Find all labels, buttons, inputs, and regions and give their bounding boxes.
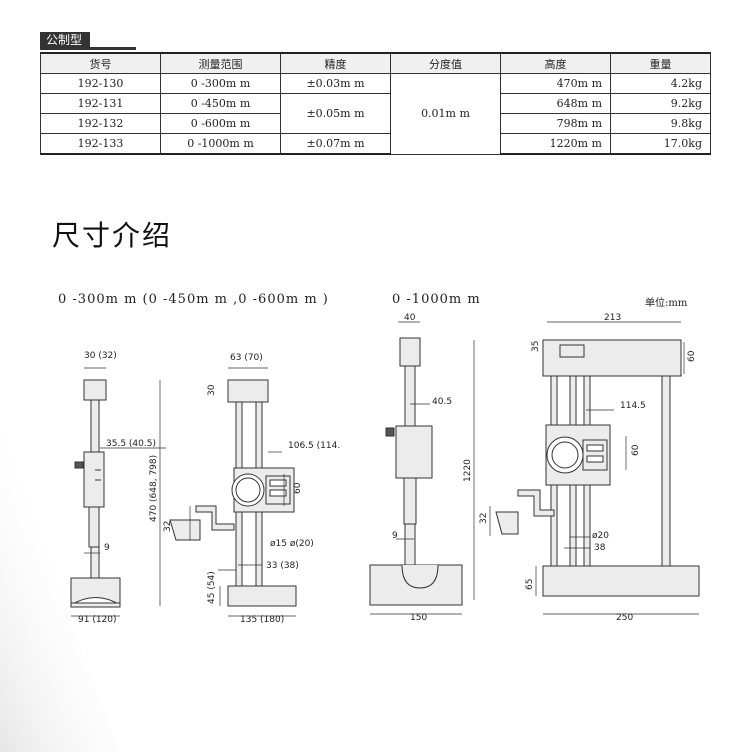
cell-range: 0 -1000m m — [160, 133, 281, 155]
unit-label: 单位:mm — [645, 298, 688, 309]
dim-label: 470 (648, 798) — [149, 455, 159, 522]
cell-item: 192-133 — [40, 133, 161, 155]
cell-item: 192-130 — [40, 73, 161, 94]
dim-label: 9 — [104, 543, 110, 553]
header-resolution: 分度值 — [390, 52, 501, 74]
dim-label: 60 — [293, 482, 303, 494]
large-gauge-front-view — [495, 339, 700, 597]
cell-weight: 9.8kg — [610, 113, 711, 134]
dim-label: 106.5 (114. — [288, 441, 340, 451]
cell-resolution: 0.01m m — [390, 73, 501, 155]
dimensions-title: 尺寸介绍 — [52, 219, 173, 252]
dim-label: 30 — [207, 384, 217, 396]
spec-table: 货号 测量范围 精度 分度值 高度 重量 192-130 0 -300m m ±… — [40, 52, 711, 155]
small-gauge-front-view — [169, 379, 297, 607]
cell-range: 0 -600m m — [160, 113, 281, 134]
dim-label: 65 — [525, 579, 535, 590]
cell-height: 648m m — [500, 93, 611, 114]
cell-height: 1220m m — [500, 133, 611, 155]
dim-label: 135 (180) — [240, 615, 284, 625]
dim-label: 40 — [404, 313, 416, 323]
dim-label: 32 — [163, 521, 173, 532]
dim-label: 32 — [479, 513, 489, 524]
dim-label: 30 (32) — [84, 351, 117, 361]
dim-label: 114.5 — [620, 401, 646, 411]
dim-label: 213 — [604, 313, 621, 323]
dimension-labels: 30 (32) 63 (70) 30 35.5 (40.5) 106.5 (11… — [78, 313, 697, 625]
cell-accuracy: ±0.05m m — [280, 93, 391, 134]
small-gauge-side-view — [70, 379, 121, 608]
header-height: 高度 — [500, 52, 611, 74]
header-weight: 重量 — [610, 52, 711, 74]
section-tag: 公制型 — [40, 32, 91, 48]
cell-height: 798m m — [500, 113, 611, 134]
dim-label: 33 (38) — [266, 561, 299, 571]
cell-weight: 17.0kg — [610, 133, 711, 155]
dim-label: 35 — [531, 341, 541, 352]
dim-label: 38 — [594, 543, 606, 553]
cell-accuracy: ±0.03m m — [280, 73, 391, 94]
cell-weight: 4.2kg — [610, 73, 711, 94]
table-row: 192-132 0 -600m m 798m m 9.8kg — [40, 113, 711, 134]
table-row: 192-133 0 -1000m m ±0.07m m 1220m m 17.0… — [40, 133, 711, 155]
dim-label: 35.5 (40.5) — [106, 439, 156, 449]
dim-label: 91 (120) — [78, 615, 117, 625]
table-row: 192-130 0 -300m m ±0.03m m 0.01m m 470m … — [40, 73, 711, 155]
dim-label: 45 (54) — [207, 571, 217, 604]
table-row: 192-131 0 -450m m ±0.05m m 648m m 9.2kg — [40, 93, 711, 134]
dim-label: ø20 — [592, 531, 609, 541]
dim-label: ø15 ø(20) — [270, 539, 314, 549]
dim-label: 63 (70) — [230, 353, 263, 363]
cell-item: 192-132 — [40, 113, 161, 134]
dim-label: 60 — [631, 444, 641, 456]
left-drawing-caption: 0 -300m m (0 -450m m ,0 -600m m ) — [58, 292, 329, 307]
dim-label: 250 — [616, 613, 633, 623]
dim-label: 1220 — [463, 459, 473, 482]
large-gauge-side-view — [369, 337, 463, 606]
header-item: 货号 — [40, 52, 161, 74]
right-drawing-caption: 0 -1000m m — [392, 292, 481, 307]
dim-label: 9 — [392, 531, 398, 541]
cell-accuracy: ±0.07m m — [280, 133, 391, 155]
cell-weight: 9.2kg — [610, 93, 711, 114]
cell-range: 0 -300m m — [160, 73, 281, 94]
dim-label: 150 — [410, 613, 427, 623]
section-tag-underline — [40, 47, 136, 50]
dim-label: 60 — [687, 350, 697, 362]
dim-label: 40.5 — [432, 397, 452, 407]
